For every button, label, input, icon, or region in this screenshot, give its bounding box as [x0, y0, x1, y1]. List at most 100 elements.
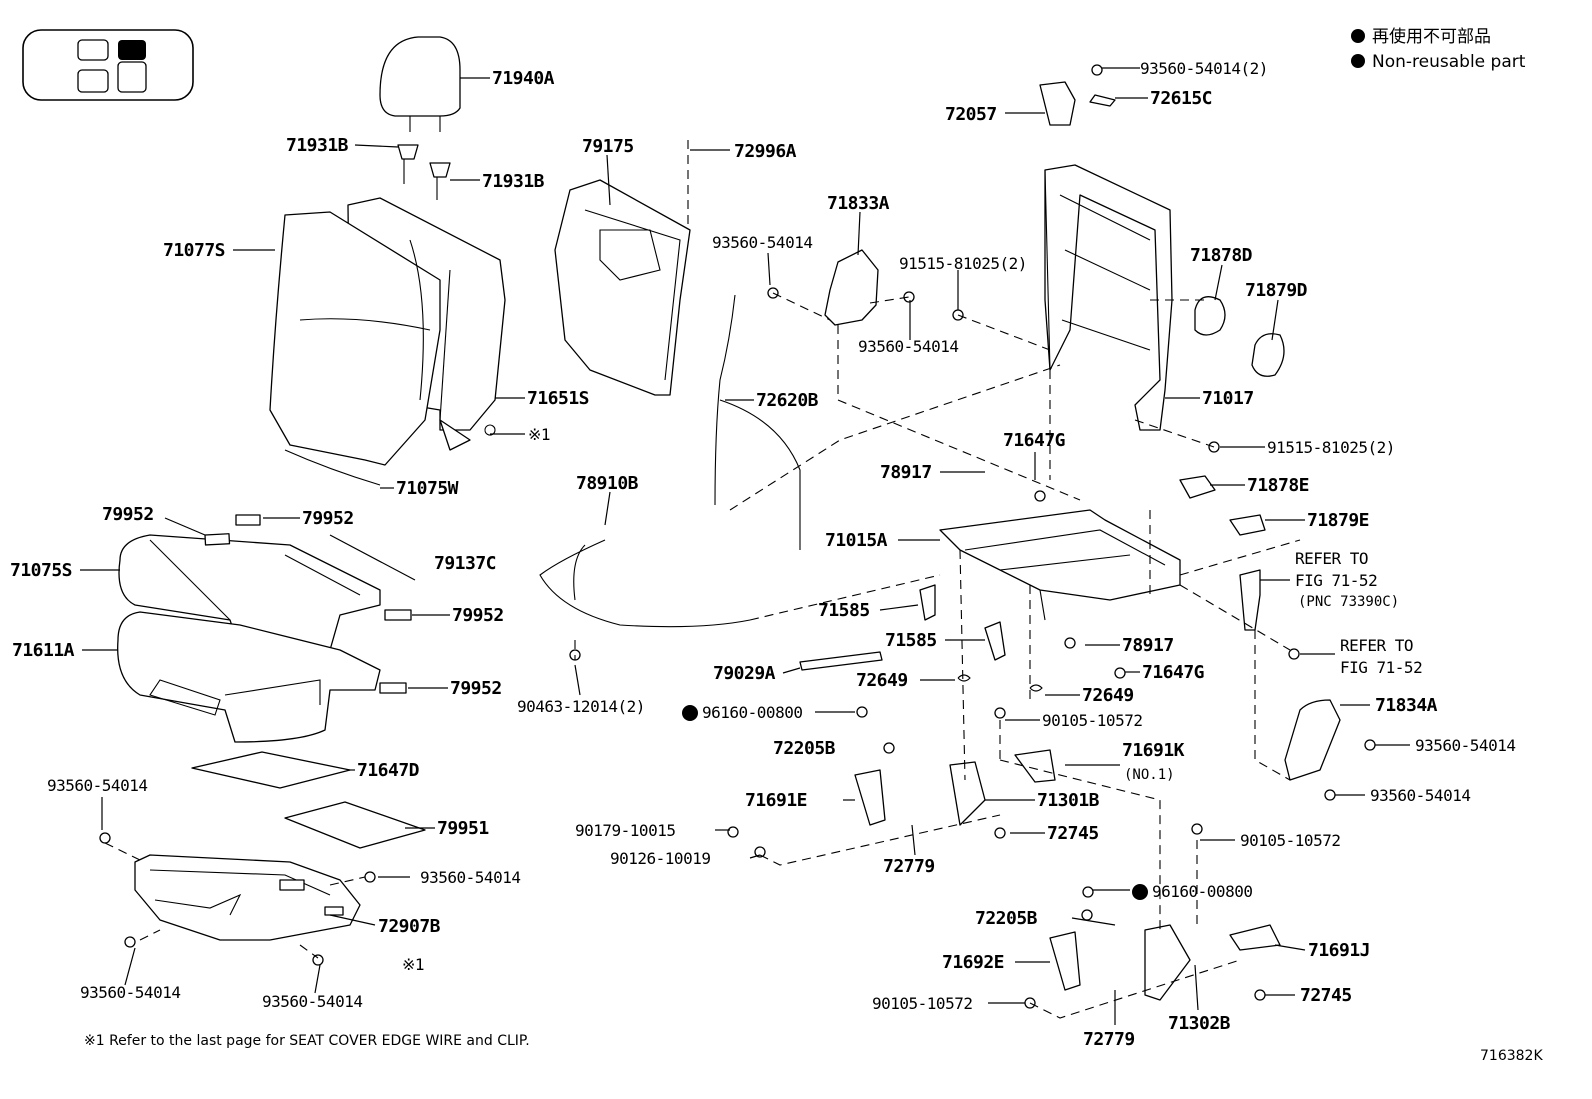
- part-label-71879d[interactable]: 71879D: [1245, 280, 1308, 301]
- seatback-board-drawing: [554, 179, 691, 396]
- part-label-72649[interactable]: 72649: [856, 670, 908, 691]
- part-label-no1: (NO.1): [1124, 767, 1175, 783]
- refer-note-2-line1[interactable]: REFER TO: [1340, 636, 1414, 655]
- part-label-71931b[interactable]: 71931B: [482, 171, 545, 192]
- sheets-drawing: [191, 751, 426, 849]
- part-label-93560-54014[interactable]: 93560-54014: [712, 233, 813, 252]
- refer-note-line3: (PNC 73390C): [1298, 594, 1399, 610]
- part-label-93560-54014[interactable]: 93560-54014: [262, 992, 363, 1011]
- part-label-71647g[interactable]: 71647G: [1142, 662, 1205, 683]
- small-parts-drawing: [799, 475, 1341, 1001]
- part-label-71017[interactable]: 71017: [1202, 388, 1254, 409]
- part-label-71834a[interactable]: 71834A: [1375, 695, 1438, 716]
- part-label-91515-81025[interactable]: 91515-81025(2): [899, 254, 1027, 273]
- part-label-71585[interactable]: 71585: [885, 630, 937, 651]
- part-label-71940a[interactable]: 71940A: [492, 68, 555, 89]
- refer-note-2-line2[interactable]: FIG 71-52: [1340, 658, 1423, 677]
- refer-note-line1[interactable]: REFER TO: [1295, 549, 1369, 568]
- part-label-93560-54014[interactable]: 93560-54014: [80, 983, 181, 1002]
- footnote: ※1 Refer to the last page for SEAT COVER…: [84, 1033, 530, 1049]
- part-label-78917[interactable]: 78917: [880, 462, 932, 483]
- part-label-93560-54014[interactable]: 93560-54014: [858, 337, 959, 356]
- part-label-79175[interactable]: 79175: [582, 136, 634, 157]
- note-mark-1: ※1: [402, 955, 424, 974]
- part-label-71691j[interactable]: 71691J: [1308, 940, 1371, 961]
- part-label-72996a[interactable]: 72996A: [734, 141, 797, 162]
- refer-note-line2[interactable]: FIG 71-52: [1295, 571, 1378, 590]
- part-label-71075s[interactable]: 71075S: [10, 560, 73, 581]
- part-label-93560-54014[interactable]: 93560-54014: [1370, 786, 1471, 805]
- seat-position-indicator: [22, 29, 194, 101]
- part-label-79952[interactable]: 79952: [450, 678, 502, 699]
- non-reusable-dot-icon: [1351, 54, 1365, 68]
- part-label-93560-54014[interactable]: 93560-54014: [420, 868, 521, 887]
- part-label-72057[interactable]: 72057: [945, 104, 997, 125]
- part-label-79137c[interactable]: 79137C: [434, 553, 497, 574]
- part-label-71301b[interactable]: 71301B: [1037, 790, 1100, 811]
- part-label-71691k[interactable]: 71691K: [1122, 740, 1185, 761]
- part-label-72620b[interactable]: 72620B: [756, 390, 819, 411]
- part-label-78910b[interactable]: 78910B: [576, 473, 639, 494]
- covers-d-drawing: [1194, 296, 1285, 377]
- headrest-drawing: [379, 36, 461, 200]
- part-label-72205b[interactable]: 72205B: [773, 738, 836, 759]
- legend-jp: 再使用不可部品: [1372, 26, 1491, 47]
- part-label-71585[interactable]: 71585: [818, 600, 870, 621]
- part-label-71931b[interactable]: 71931B: [286, 135, 349, 156]
- part-label-71647g[interactable]: 71647G: [1003, 430, 1066, 451]
- part-label-71611a[interactable]: 71611A: [12, 640, 75, 661]
- part-label-72745[interactable]: 72745: [1300, 985, 1352, 1006]
- small-pads-drawing: [204, 514, 412, 694]
- seat-cushion-pad-drawing: [117, 611, 381, 743]
- legend: 再使用不可部品 Non-reusable part: [1351, 26, 1526, 72]
- part-label-71651s[interactable]: 71651S: [527, 388, 590, 409]
- legend-en: Non-reusable part: [1372, 52, 1526, 72]
- part-label-72907b[interactable]: 72907B: [378, 916, 441, 937]
- part-label-71878d[interactable]: 71878D: [1190, 245, 1253, 266]
- part-label-72745[interactable]: 72745: [1047, 823, 1099, 844]
- cushion-frame-drawing: [134, 854, 361, 941]
- part-label-71833a[interactable]: 71833A: [827, 193, 890, 214]
- part-label-79951[interactable]: 79951: [437, 818, 489, 839]
- assembly-lines: [104, 140, 1301, 1019]
- part-label-71647d[interactable]: 71647D: [357, 760, 420, 781]
- part-label-90105-10572[interactable]: 90105-10572: [1042, 711, 1143, 730]
- part-label-90463-12014[interactable]: 90463-12014(2): [517, 697, 645, 716]
- part-label-90126-10019[interactable]: 90126-10019: [610, 849, 711, 868]
- cable-drawing: [539, 294, 801, 628]
- part-label-71692e[interactable]: 71692E: [942, 952, 1005, 973]
- part-label-93560-54014[interactable]: 93560-54014: [47, 776, 148, 795]
- part-label-71302b[interactable]: 71302B: [1168, 1013, 1231, 1034]
- part-label-71879e[interactable]: 71879E: [1307, 510, 1370, 531]
- part-label-71077s[interactable]: 71077S: [163, 240, 226, 261]
- recliner-cover-drawing: [824, 249, 879, 326]
- fasteners-drawing: [99, 64, 1376, 1009]
- part-label-72649[interactable]: 72649: [1082, 685, 1134, 706]
- part-label-72779[interactable]: 72779: [883, 856, 935, 877]
- part-label-90179-10015[interactable]: 90179-10015: [575, 821, 676, 840]
- part-label-96160-00800[interactable]: 96160-00800: [1152, 882, 1253, 901]
- part-label-96160-00800[interactable]: 96160-00800: [702, 703, 803, 722]
- part-label-79029a[interactable]: 79029A: [713, 663, 776, 684]
- seat-rear-right-icon: [117, 61, 147, 93]
- seatback-drawing: [269, 197, 506, 486]
- non-reusable-marker-icon: [1132, 884, 1148, 900]
- part-label-71691e[interactable]: 71691E: [745, 790, 808, 811]
- part-label-72615c[interactable]: 72615C: [1150, 88, 1213, 109]
- part-label-72205b[interactable]: 72205B: [975, 908, 1038, 929]
- part-label-71015a[interactable]: 71015A: [825, 530, 888, 551]
- part-label-90105-10572[interactable]: 90105-10572: [1240, 831, 1341, 850]
- part-label-79952[interactable]: 79952: [102, 504, 154, 525]
- part-label-90105-10572[interactable]: 90105-10572: [872, 994, 973, 1013]
- part-label-72779[interactable]: 72779: [1083, 1029, 1135, 1050]
- part-label-78917[interactable]: 78917: [1122, 635, 1174, 656]
- part-label-79952[interactable]: 79952: [452, 605, 504, 626]
- part-label-71075w[interactable]: 71075W: [396, 478, 459, 499]
- part-label-79952[interactable]: 79952: [302, 508, 354, 529]
- part-label-93560-54014-2[interactable]: 93560-54014(2): [1140, 59, 1268, 78]
- non-reusable-dot-icon: [1351, 29, 1365, 43]
- part-label-93560-54014[interactable]: 93560-54014: [1415, 736, 1516, 755]
- part-label-71878e[interactable]: 71878E: [1247, 475, 1310, 496]
- part-label-91515-81025[interactable]: 91515-81025(2): [1267, 438, 1395, 457]
